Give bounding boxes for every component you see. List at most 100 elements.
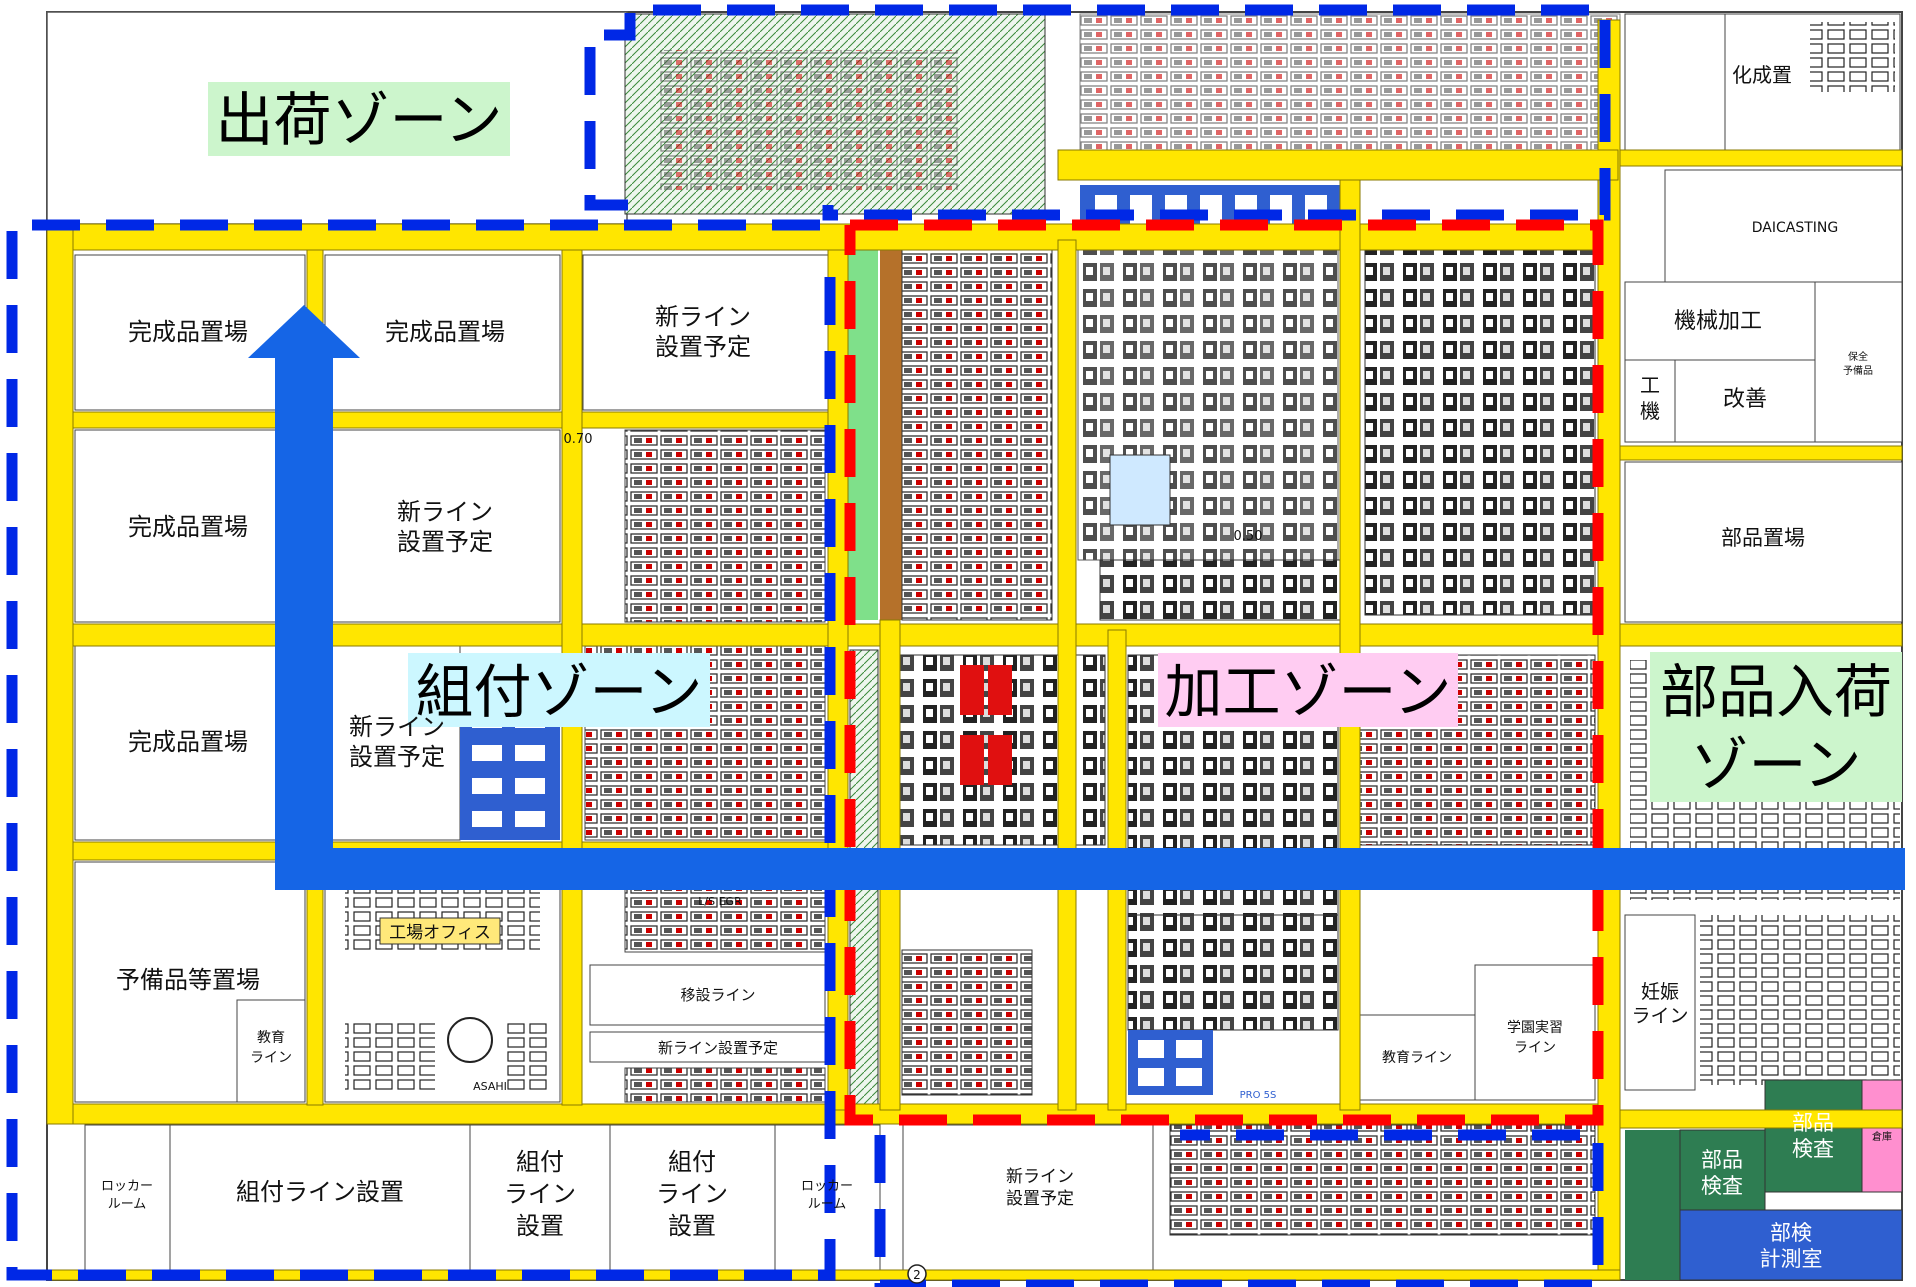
label-dim-070: 0.70 xyxy=(564,432,593,447)
label-diecasting: DAICASTING xyxy=(1752,220,1838,236)
label-pro: PRO 5S xyxy=(1240,1090,1277,1101)
machining-block-g xyxy=(1127,914,1339,1031)
label-education-line: 教育ライン xyxy=(1382,1050,1452,1066)
label-newline-d1: 新ライン xyxy=(1006,1167,1074,1187)
label-parts-insp-2b: 検査 xyxy=(1792,1137,1834,1161)
room-newline-b xyxy=(324,429,561,623)
label-finished-3: 完成品置場 xyxy=(128,513,248,541)
zone-label-receiving-1: 部品入荷 xyxy=(1660,658,1892,726)
label-locker-right-2: ルーム xyxy=(808,1197,847,1212)
room-education-small xyxy=(236,999,306,1103)
label-finished-2: 完成品置場 xyxy=(385,318,505,346)
label-education-2: ライン xyxy=(250,1050,292,1066)
room-education-line xyxy=(1359,1014,1476,1101)
bottom-line-area xyxy=(1169,1124,1596,1236)
label-circle-2: 2 xyxy=(913,1268,921,1282)
label-newline-plan: 新ライン設置予定 xyxy=(658,1039,778,1057)
label-asahi: ASAHI xyxy=(473,1080,507,1093)
label-locker-right-1: ロッカー xyxy=(801,1179,853,1194)
room-labels: 完成品置場 完成品置場 新ライン 設置予定 完成品置場 新ライン 設置予定 完成… xyxy=(101,63,1892,1271)
label-factory-office: 工場オフィス xyxy=(389,923,491,943)
label-parts-insp-1a: 部品 xyxy=(1701,1148,1743,1172)
brown-column xyxy=(880,245,902,620)
label-newline-a2: 設置予定 xyxy=(655,333,751,361)
label-assy-b1: 組付 xyxy=(668,1148,716,1176)
machining-block-a2 xyxy=(1109,454,1171,526)
label-machining-work: 機械加工 xyxy=(1674,309,1762,334)
machining-block-c xyxy=(1099,559,1341,621)
label-measure-1: 部検 xyxy=(1770,1221,1812,1245)
label-warehouse: 倉庫 xyxy=(1872,1130,1892,1143)
blue-equipment-lower-cells xyxy=(1138,1040,1202,1086)
label-ls-egr: L/S EGR xyxy=(698,895,742,908)
assembly-lines-last xyxy=(624,1067,826,1103)
label-finished-4: 完成品置場 xyxy=(128,728,248,756)
room-parts-storage xyxy=(1624,461,1903,623)
office-lower-desks xyxy=(345,1020,435,1090)
label-pregnancy-1: 妊娠 xyxy=(1641,981,1679,1003)
marker-circle-2 xyxy=(907,1264,927,1284)
label-dim-050: 0.50 xyxy=(1234,529,1263,544)
label-newline-c2: 設置予定 xyxy=(349,743,445,771)
label-locker-left-1: ロッカー xyxy=(101,1179,153,1194)
zone-boundary-shipping xyxy=(584,4,1611,221)
label-school-1: 学園実習 xyxy=(1507,1020,1563,1036)
room-machining-work xyxy=(1624,281,1816,361)
label-spare-parts: 予備品等置場 xyxy=(116,966,260,994)
receiving-racks-lower xyxy=(1700,915,1900,1085)
label-parts-insp-1b: 検査 xyxy=(1701,1174,1743,1198)
label-finished-1: 完成品置場 xyxy=(128,318,248,346)
label-assembly-setup: 組付ライン設置 xyxy=(236,1178,404,1206)
chemical-desks xyxy=(1810,22,1895,92)
label-kaizen: 改善 xyxy=(1723,387,1767,412)
label-assy-b2: ライン xyxy=(656,1180,728,1208)
label-newline-d2: 設置予定 xyxy=(1006,1189,1074,1209)
room-measurement xyxy=(1679,1209,1903,1281)
office-round-table xyxy=(447,1017,493,1063)
assembly-lines-upper xyxy=(624,429,826,623)
room-warehouse xyxy=(1861,1079,1903,1193)
room-toilet xyxy=(1624,13,1726,155)
label-kou-2: 機 xyxy=(1640,399,1660,423)
office-lockers xyxy=(505,1020,550,1090)
label-newline-c1: 新ライン xyxy=(349,713,445,741)
machine-bank-bottom xyxy=(901,949,1033,1096)
zone-boundary-assembly xyxy=(6,219,836,1281)
flow-arrow-horizontal xyxy=(275,848,1905,890)
zone-boundary-receiving xyxy=(874,1129,1604,1287)
label-education-1: 教育 xyxy=(257,1030,285,1046)
room-pregnancy xyxy=(1624,914,1696,1091)
label-pregnancy-2: ライン xyxy=(1631,1005,1688,1027)
label-maint-2: 予備品 xyxy=(1843,364,1873,377)
label-kou-1: 工 xyxy=(1640,373,1660,397)
top-equipment-b xyxy=(1079,13,1621,155)
label-assy-b3: 設置 xyxy=(668,1212,716,1240)
label-assy-a1: 組付 xyxy=(516,1148,564,1176)
zone-label-receiving-2: ゾーン xyxy=(1690,731,1861,799)
label-maint-1: 保全 xyxy=(1848,350,1868,363)
office-label-box xyxy=(379,917,501,945)
zone-label-assembly: 組付ゾーン xyxy=(415,658,702,726)
flow-arrow-head xyxy=(248,305,360,358)
room-newline-d xyxy=(902,1124,1154,1276)
zone-label-shipping: 出荷ゾーン xyxy=(215,86,502,154)
flow-arrow-vertical xyxy=(275,355,333,890)
label-newline-b1: 新ライン xyxy=(397,498,493,526)
room-school xyxy=(1474,964,1596,1101)
top-equipment-a2 xyxy=(660,50,960,190)
zone-bg-shipping xyxy=(208,82,510,156)
room-parts-insp-1 xyxy=(1625,1130,1680,1280)
room-assembly-setup xyxy=(169,1124,471,1281)
machining-block-b xyxy=(1364,239,1596,616)
room-parts-insp-3 xyxy=(1764,1079,1863,1193)
label-chemical: 化成置 xyxy=(1732,63,1792,87)
label-parts-storage: 部品置場 xyxy=(1721,526,1805,550)
red-machines xyxy=(960,665,1012,785)
room-finished-2 xyxy=(324,254,561,411)
room-assy-a xyxy=(469,1124,611,1281)
room-finished-4 xyxy=(74,644,306,841)
label-newline-b2: 設置予定 xyxy=(397,528,493,556)
label-parts-insp-2a: 部品 xyxy=(1792,1111,1834,1135)
room-finished-1 xyxy=(74,254,306,411)
label-relocation-line: 移設ライン xyxy=(680,986,755,1004)
